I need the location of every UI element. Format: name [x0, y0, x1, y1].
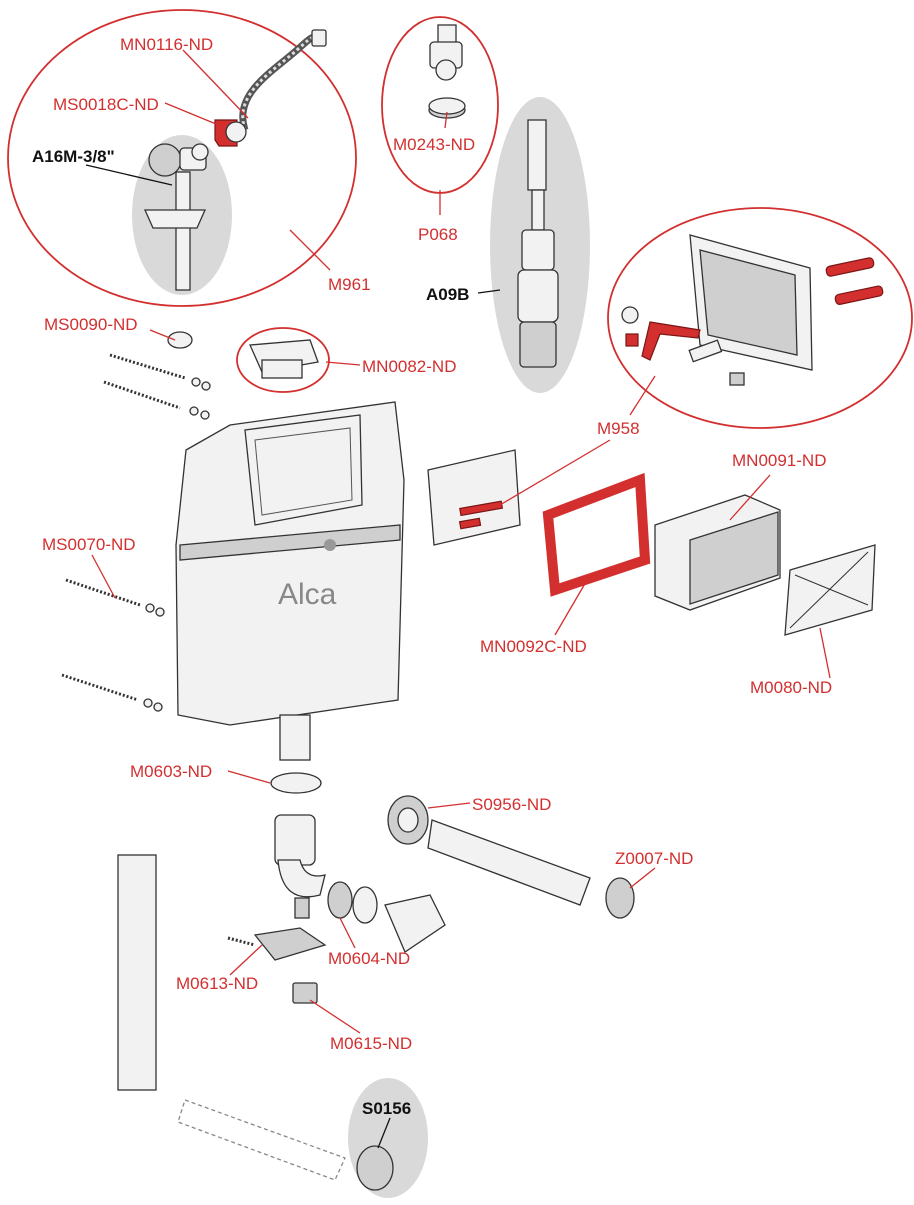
hose-nut — [311, 29, 327, 47]
screws-ms0070 — [61, 578, 165, 712]
clip-ms0090-part — [167, 331, 193, 349]
label-z0007-nd: Z0007-ND — [615, 849, 693, 868]
leader-lines — [85, 49, 831, 1149]
adapter-z0007-part — [605, 877, 635, 919]
group-ring-m958 — [607, 207, 913, 429]
gasket-m0604-part — [327, 881, 353, 919]
flex-hose-part — [239, 33, 320, 132]
label-s0956-nd: S0956-ND — [472, 795, 551, 814]
group-ring-mn0082 — [236, 327, 330, 393]
label-mn0091-nd: MN0091-ND — [732, 451, 826, 470]
frame-m958-part — [621, 234, 884, 386]
label-m958: M958 — [597, 419, 640, 438]
connector-p068-part — [429, 24, 463, 81]
plate-m0080-part — [784, 544, 876, 636]
mounting-plate — [427, 449, 521, 546]
bracket-mn0082-part — [249, 339, 319, 379]
seal-m0603-part — [270, 772, 322, 794]
label-m0080-nd: M0080-ND — [750, 678, 832, 697]
pipe-vertical-part — [117, 854, 157, 1091]
pipe-dashed-part — [177, 1099, 346, 1181]
label-s0156: S0156 — [362, 1099, 411, 1118]
cistern-body — [175, 401, 405, 761]
adapter-s0156-part — [356, 1145, 394, 1191]
label-m0604-nd: M0604-ND — [328, 949, 410, 968]
label-m961: M961 — [328, 275, 371, 294]
label-ms0018c-nd: MS0018C-ND — [53, 95, 159, 114]
label-m0613-nd: M0613-ND — [176, 974, 258, 993]
label-a16m: A16M-3/8" — [32, 147, 115, 166]
box-mn0091-part — [654, 494, 781, 611]
screws-upper — [103, 353, 211, 420]
label-m0603-nd: M0603-ND — [130, 762, 212, 781]
label-p068: P068 — [418, 225, 458, 244]
frame-mn0092c-part — [542, 472, 651, 597]
flush-valve-a09b-part — [517, 119, 559, 368]
label-mn0082-nd: MN0082-ND — [362, 357, 456, 376]
label-a09b: A09B — [426, 285, 469, 304]
label-ms0070-nd: MS0070-ND — [42, 535, 136, 554]
clip-m0615-part — [292, 982, 318, 1004]
elbow-pipe-part — [274, 814, 326, 919]
group-ring-m961 — [7, 9, 357, 307]
brand-logo: Alca — [278, 578, 337, 611]
label-ms0090-nd: MS0090-ND — [44, 315, 138, 334]
pipe-horizontal-part — [427, 819, 591, 906]
cap-part — [384, 894, 446, 953]
bracket-m0613-part — [253, 927, 327, 961]
label-mn0092c-nd: MN0092C-ND — [480, 637, 587, 656]
fill-valve-part — [143, 143, 209, 291]
label-m0243-nd: M0243-ND — [393, 135, 475, 154]
label-mn0116-nd: MN0116-ND — [120, 35, 213, 54]
label-m0615-nd: M0615-ND — [330, 1034, 412, 1053]
